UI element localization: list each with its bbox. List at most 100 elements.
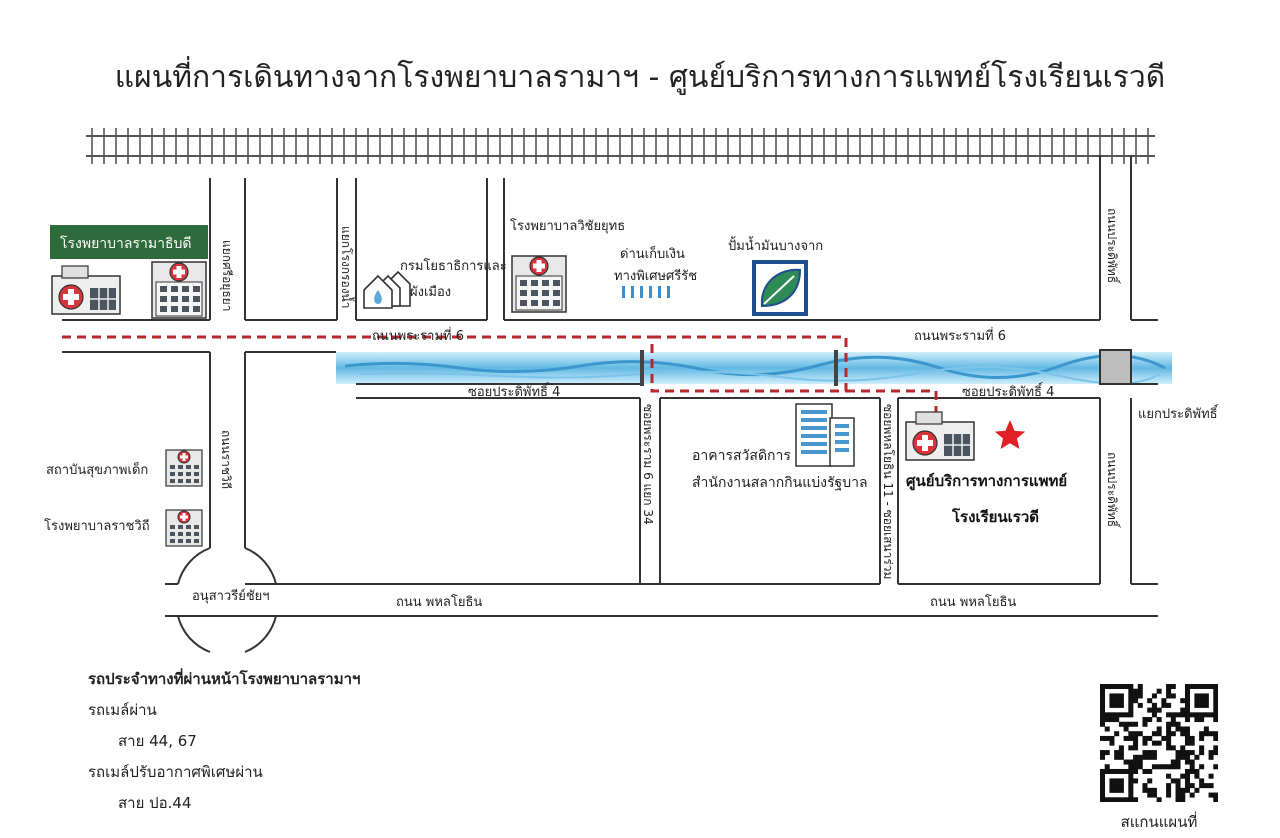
qr-module (1203, 698, 1209, 704)
qr-module (1128, 735, 1134, 741)
qr-module (1161, 702, 1167, 708)
qr-module (1199, 764, 1205, 770)
qr-module (1175, 778, 1181, 784)
qr-module (1184, 735, 1190, 741)
qr-module (1147, 754, 1153, 760)
toll-label-line1: ด่านเก็บเงิน (620, 244, 685, 262)
qr-module (1184, 712, 1190, 718)
qr-module (1147, 787, 1153, 793)
qr-module (1118, 712, 1124, 718)
qr-module (1156, 731, 1162, 737)
qr-module (1137, 693, 1143, 699)
qr-module (1151, 754, 1157, 760)
qr-module (1142, 750, 1148, 756)
qr-module (1203, 712, 1209, 718)
qr-module (1213, 707, 1219, 713)
qr-module (1109, 693, 1115, 699)
qr-module (1189, 735, 1195, 741)
qr-module (1104, 735, 1110, 741)
qr-module (1208, 731, 1214, 737)
qr-module (1142, 768, 1148, 774)
destination-label-line1: ศูนย์บริการทางการแพทย์ (906, 472, 1067, 491)
qr-module (1128, 712, 1134, 718)
qr-module (1180, 726, 1186, 732)
qr-module (1133, 764, 1139, 770)
qr-module (1184, 783, 1190, 789)
qr-module (1208, 783, 1214, 789)
qr-module (1213, 731, 1219, 737)
qr-module (1175, 792, 1181, 798)
qr-module (1180, 698, 1186, 704)
qr-module (1114, 698, 1120, 704)
qr-module (1194, 773, 1200, 779)
qr-module (1166, 684, 1172, 690)
qr-module (1151, 764, 1157, 770)
qr-module (1128, 731, 1134, 737)
qr-module (1170, 693, 1176, 699)
qr-module (1184, 688, 1190, 694)
qr-module (1109, 684, 1115, 690)
qr-module (1151, 740, 1157, 746)
qr-module (1114, 712, 1120, 718)
dpt-label-line2: ผังเมือง (410, 284, 451, 300)
qr-module (1142, 783, 1148, 789)
qr-module (1156, 688, 1162, 694)
qr-module (1166, 693, 1172, 699)
qr-module (1184, 717, 1190, 723)
qr-module (1170, 717, 1176, 723)
ramathibodi-label: โรงพยาบาลรามาธิบดี (60, 235, 192, 252)
railway-track (86, 128, 1155, 164)
qr-module (1147, 778, 1153, 784)
qr-module (1208, 773, 1214, 779)
qr-module (1100, 768, 1106, 774)
qr-module (1128, 783, 1134, 789)
qr-module (1175, 721, 1181, 727)
qr-module (1118, 768, 1124, 774)
qr-module (1199, 712, 1205, 718)
qr-module (1166, 764, 1172, 770)
qr-module (1137, 702, 1143, 708)
qr-module (1100, 688, 1106, 694)
vichaiyut-label: โรงพยาบาลวิชัยยุทธ (510, 218, 625, 234)
qr-module (1208, 750, 1214, 756)
qr-module (1133, 759, 1139, 765)
welfare-label-line2: สำนักงานสลากกินแบ่งรัฐบาล (692, 475, 868, 491)
qr-module (1118, 797, 1124, 803)
office-building-icon (795, 403, 855, 467)
qr-module (1118, 721, 1124, 727)
qr-module (1166, 792, 1172, 798)
qr-module (1142, 740, 1148, 746)
qr-module (1128, 759, 1134, 765)
sri-ayutthaya-label: แยกศรีอยุธยา (219, 240, 234, 311)
qr-module (1128, 773, 1134, 779)
welfare-label-line1: อาคารสวัสดิการ (692, 448, 791, 464)
qr-module (1128, 702, 1134, 708)
qr-module (1213, 735, 1219, 741)
qr-module (1180, 754, 1186, 760)
qr-module (1118, 698, 1124, 704)
ramathibodi-label-bg (50, 225, 208, 259)
qr-module (1161, 764, 1167, 770)
qr-module (1161, 735, 1167, 741)
qr-module (1189, 750, 1195, 756)
qr-module (1199, 735, 1205, 741)
ramathibodi-clinic-icon (51, 265, 121, 315)
qr-module (1166, 688, 1172, 694)
qr-module (1203, 702, 1209, 708)
canal-bridges (640, 349, 1132, 386)
qr-module (1100, 773, 1106, 779)
qr-module (1100, 693, 1106, 699)
qr-module (1213, 764, 1219, 770)
qr-module (1180, 797, 1186, 803)
qr-module (1109, 712, 1115, 718)
rong-krong-label: แยกโรงกรองน้ำ (339, 226, 355, 309)
walking-route (62, 335, 938, 414)
qr-module (1170, 745, 1176, 751)
qr-module (1170, 721, 1176, 727)
qr-code[interactable] (1100, 684, 1219, 806)
rama6-soi-label: ซอยพระราม 6 แยก 34 (641, 404, 655, 525)
qr-module (1114, 717, 1120, 723)
qr-module (1166, 745, 1172, 751)
qr-module (1184, 702, 1190, 708)
qr-module (1133, 731, 1139, 737)
